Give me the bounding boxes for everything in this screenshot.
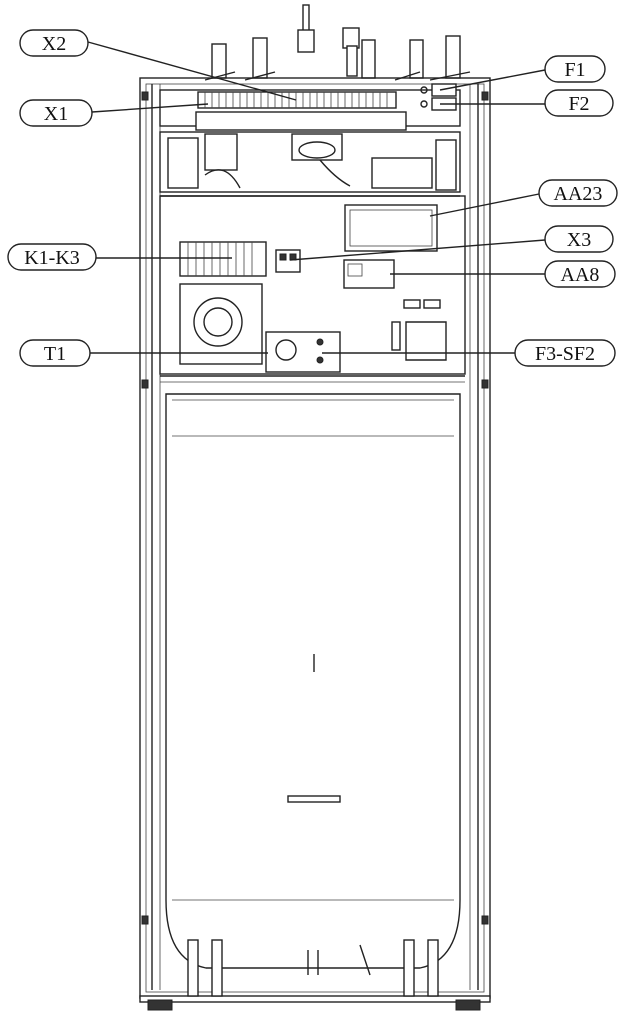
svg-text:X2: X2 (42, 33, 66, 55)
top-pipe-connections (204, 4, 471, 81)
callout-x1: X1 (19, 99, 93, 127)
svg-text:X1: X1 (44, 103, 68, 125)
svg-text:F3-SF2: F3-SF2 (535, 343, 595, 365)
svg-text:AA23: AA23 (554, 183, 603, 205)
callout-aa23: AA23 (538, 179, 618, 207)
callout-x2: X2 (19, 29, 89, 57)
svg-text:K1-K3: K1-K3 (24, 247, 80, 269)
control-panel (159, 195, 466, 383)
svg-text:T1: T1 (44, 343, 66, 365)
svg-text:F1: F1 (564, 59, 585, 81)
upper-compartment (159, 131, 461, 197)
outer-frame (139, 77, 491, 1011)
terminal-block-x1-x2 (159, 83, 461, 131)
callout-k1-k3: K1-K3 (7, 243, 97, 271)
svg-text:X3: X3 (567, 229, 591, 251)
callout-f1: F1 (544, 55, 606, 83)
callout-x3: X3 (544, 225, 614, 253)
svg-text:F2: F2 (568, 93, 589, 115)
water-tank (165, 393, 461, 997)
callout-f3-sf2: F3-SF2 (514, 339, 616, 367)
callout-f2: F2 (544, 89, 614, 117)
leader-lines (87, 41, 546, 354)
callout-t1: T1 (19, 339, 91, 367)
svg-text:AA8: AA8 (561, 264, 600, 286)
callout-aa8: AA8 (544, 260, 616, 288)
